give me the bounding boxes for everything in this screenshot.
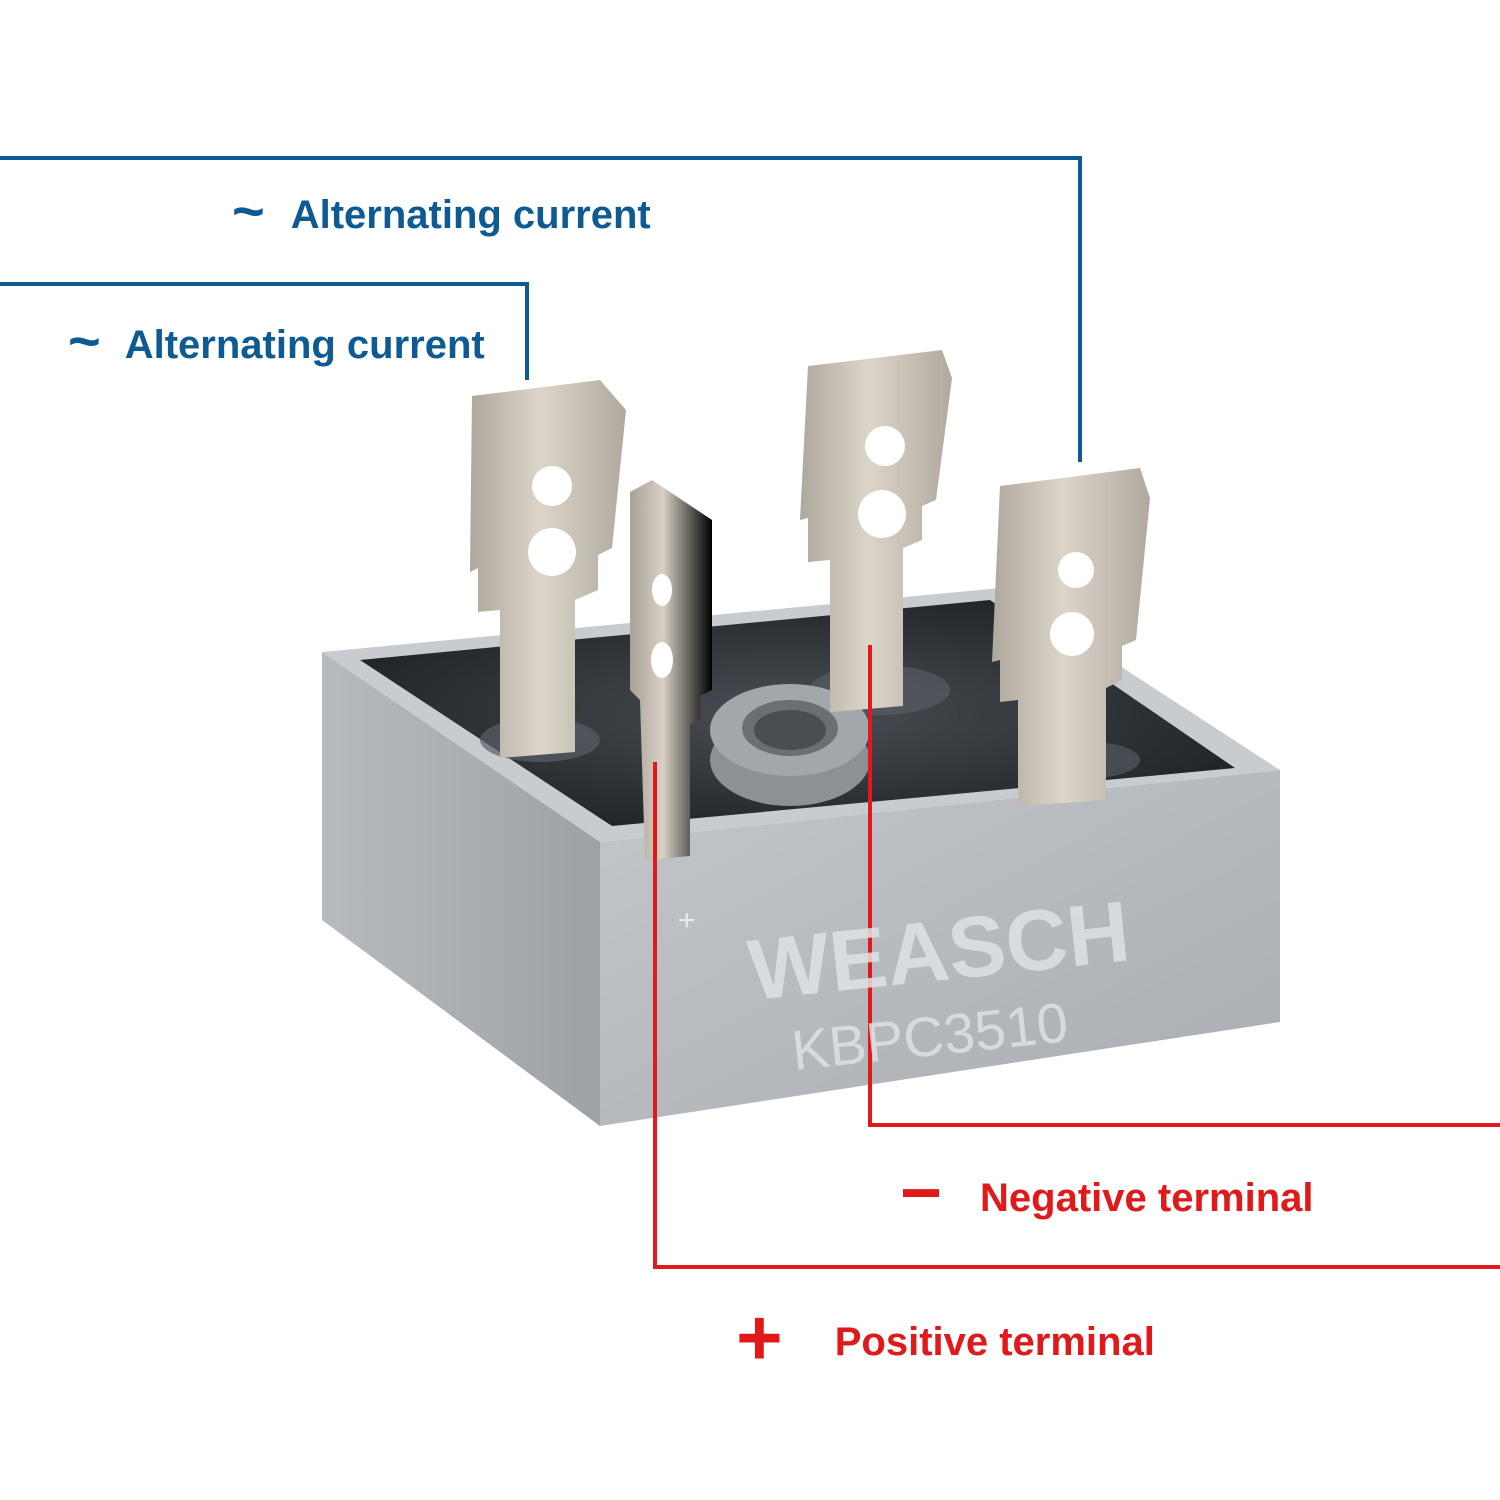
terminal-left-back: [470, 380, 626, 758]
terminal-right-back: [800, 350, 952, 712]
tilde-icon: ~: [68, 309, 101, 372]
ac-top-leader-line: [0, 156, 1082, 462]
positive-leader-line: [653, 762, 1500, 1269]
negative-leader-line: [868, 645, 1500, 1127]
plus-icon: +: [736, 1293, 783, 1382]
dc-leader-lines: [653, 645, 1500, 1269]
tilde-icon: ~: [232, 179, 265, 242]
terminal-negative-front: [992, 468, 1150, 806]
ac-label-second: ~ Alternating current: [68, 306, 485, 372]
ac-label-second-text: Alternating current: [124, 323, 485, 367]
positive-label-text: Positive terminal: [834, 1320, 1155, 1364]
ac-leader-lines: [0, 156, 1082, 462]
negative-label-text: Negative terminal: [980, 1176, 1314, 1220]
body-plus-mark: +: [678, 904, 696, 937]
minus-icon: −: [900, 1153, 943, 1233]
ac-second-leader-line: [0, 282, 529, 380]
ac-label-top-text: Alternating current: [290, 193, 651, 237]
ac-label-top: ~ Alternating current: [232, 176, 651, 242]
negative-label: −Negative terminal: [900, 1146, 1314, 1233]
positive-label: + Positive terminal: [736, 1282, 1155, 1382]
terminal-positive: [630, 480, 712, 860]
